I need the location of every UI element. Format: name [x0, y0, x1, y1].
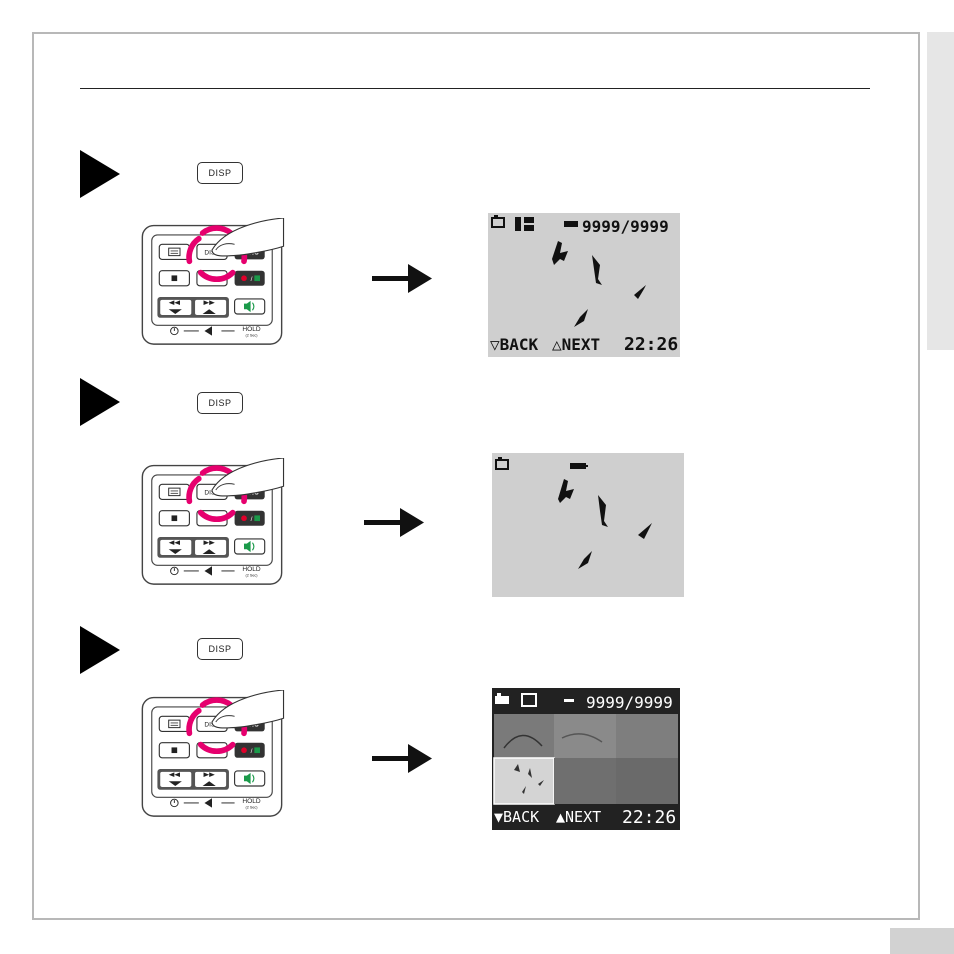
menu-button[interactable] — [158, 483, 190, 500]
hold-label: HOLD — [242, 566, 261, 573]
self-timer-icon — [170, 326, 179, 336]
frame-counter: 9999/9999 — [582, 217, 669, 236]
rewind-icon — [168, 772, 182, 786]
fast-forward-button[interactable] — [195, 299, 227, 315]
step-2-disp-button-icon: DISP — [197, 392, 243, 414]
finger-icon — [211, 458, 285, 497]
record-button[interactable]: / — [234, 510, 265, 526]
hold-sublabel: (2 Sec) — [245, 574, 258, 578]
title-rule — [80, 88, 870, 89]
chapter-side-tab — [927, 32, 954, 350]
step-1-camera-screen: 9999/9999 ▽BACK △NEXT 22:26 — [488, 213, 680, 357]
svg-text:DISP: DISP — [204, 250, 220, 257]
step-3-remote-control: DISP FUNC / HOLD (2 Sec) — [141, 690, 285, 817]
step-1-disp-button-icon: DISP — [197, 162, 243, 184]
battery-icon — [564, 221, 578, 227]
camera-mode-icon — [495, 693, 509, 704]
frame-counter: 9999/9999 — [586, 693, 673, 712]
step-3-camera-screen: 9999/9999 ▼BACK ▲NEXT 22:26 — [492, 688, 680, 830]
back-hint: ▽BACK — [490, 335, 539, 354]
camera-mode-icon — [491, 215, 505, 228]
lock-arrow-icon — [204, 326, 212, 336]
record-button[interactable]: / — [234, 270, 265, 286]
svg-text:/: / — [251, 516, 253, 523]
lock-arrow-icon — [204, 566, 212, 576]
step-2-camera-screen — [492, 453, 684, 597]
hold-sublabel: (2 Sec) — [245, 806, 258, 810]
step-1-arrow-icon — [372, 264, 432, 293]
thumbnail-grid — [493, 714, 678, 805]
list-icon — [168, 487, 181, 497]
step-1-marker — [80, 150, 120, 198]
list-icon — [168, 719, 181, 729]
resolution-icon — [521, 693, 537, 707]
step-3-disp-button-icon: DISP — [197, 638, 243, 660]
battery-icon — [570, 463, 588, 469]
step-2-remote-control: DISP FUNC / HOLD (2 Sec) — [141, 458, 285, 585]
rewind-button[interactable] — [160, 299, 192, 315]
fast-forward-icon — [202, 300, 216, 314]
record-icon: / — [241, 747, 260, 755]
rewind-button[interactable] — [160, 539, 192, 555]
stop-button[interactable] — [158, 270, 190, 287]
step-1-remote-control: DISP FUNC / HOLD (2 Sec) — [141, 218, 285, 345]
fast-forward-button[interactable] — [195, 539, 227, 555]
hold-sublabel: (2 Sec) — [245, 334, 258, 338]
stop-icon — [171, 515, 178, 522]
resolution-icon — [515, 217, 534, 231]
fast-forward-icon — [202, 540, 216, 554]
self-timer-icon — [170, 566, 179, 576]
back-hint: ▼BACK — [494, 808, 539, 826]
rewind-icon — [168, 540, 182, 554]
volume-button[interactable] — [234, 538, 266, 555]
clock: 22:26 — [622, 807, 676, 828]
stop-icon — [171, 275, 178, 282]
lock-arrow-icon — [204, 798, 212, 808]
battery-icon — [564, 699, 574, 702]
record-icon: / — [241, 275, 260, 283]
finger-icon — [211, 690, 285, 729]
speaker-icon — [244, 540, 255, 553]
rewind-icon — [168, 300, 182, 314]
step-3-marker — [80, 626, 120, 674]
volume-button[interactable] — [234, 770, 266, 787]
record-button[interactable]: / — [234, 742, 265, 758]
stop-button[interactable] — [158, 742, 190, 759]
birds-photo — [558, 479, 652, 569]
page-frame — [32, 32, 920, 920]
fast-forward-icon — [202, 772, 216, 786]
rewind-button[interactable] — [160, 771, 192, 787]
next-hint: ▲NEXT — [556, 808, 601, 826]
step-2-arrow-icon — [364, 508, 424, 537]
svg-text:/: / — [251, 276, 253, 283]
speaker-icon — [244, 772, 255, 785]
record-icon: / — [241, 515, 260, 523]
volume-button[interactable] — [234, 298, 266, 315]
menu-button[interactable] — [158, 243, 190, 260]
hold-label: HOLD — [242, 798, 261, 805]
fast-forward-button[interactable] — [195, 771, 227, 787]
svg-text:DISP: DISP — [204, 722, 220, 729]
stop-button[interactable] — [158, 510, 190, 527]
step-3-arrow-icon — [372, 744, 432, 773]
stop-icon — [171, 747, 178, 754]
finger-icon — [211, 218, 285, 257]
clock: 22:26 — [624, 334, 678, 355]
svg-text:/: / — [251, 748, 253, 755]
next-hint: △NEXT — [552, 335, 600, 354]
list-icon — [168, 247, 181, 257]
menu-button[interactable] — [158, 715, 190, 732]
step-2-marker — [80, 378, 120, 426]
camera-mode-icon — [495, 457, 509, 470]
birds-photo — [552, 241, 646, 327]
svg-text:DISP: DISP — [204, 490, 220, 497]
self-timer-icon — [170, 798, 179, 808]
hold-label: HOLD — [242, 326, 261, 333]
page-number-badge — [890, 928, 954, 954]
